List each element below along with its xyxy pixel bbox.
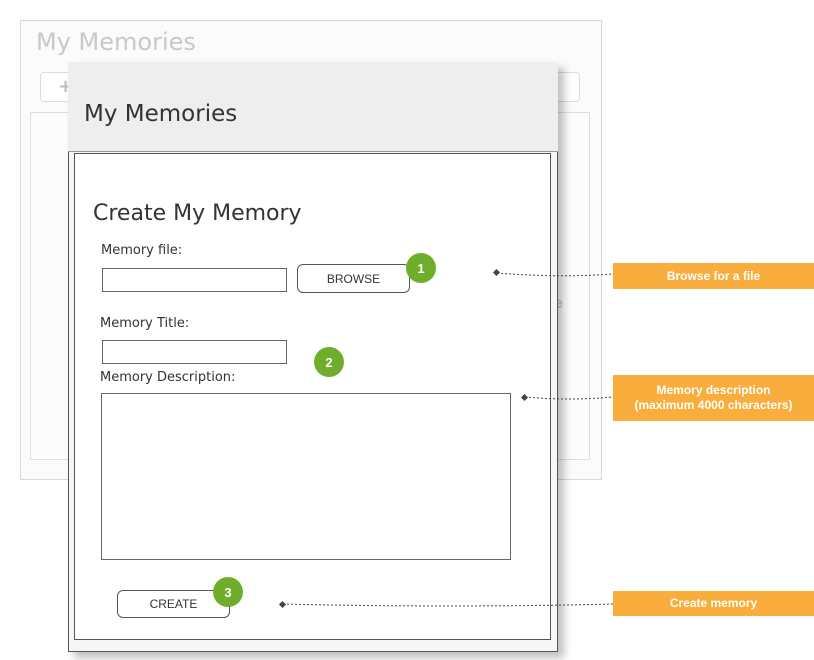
memory-title-input[interactable] (102, 340, 287, 364)
callout-browse: Browse for a file (613, 263, 814, 289)
connector-create-dot (278, 600, 287, 609)
memory-description-label: Memory Description: (100, 370, 236, 385)
memory-file-label: Memory file: (101, 243, 183, 258)
browse-button[interactable]: BROWSE (297, 264, 410, 293)
step-badge-1: 1 (406, 253, 436, 283)
callout-description-line1: Memory description (656, 383, 771, 397)
connector-browse-dot (492, 268, 501, 277)
callout-browse-text: Browse for a file (666, 268, 761, 283)
callout-create-text: Create memory (669, 596, 758, 610)
memory-description-textarea[interactable] (101, 393, 511, 560)
connector-description (524, 396, 614, 400)
memory-file-input[interactable] (102, 268, 287, 292)
callout-create: Create memory (613, 591, 814, 616)
callout-description-line2: (maximum 4000 characters) (634, 398, 793, 412)
dialog-title: My Memories (84, 101, 238, 127)
background-ghost-text: e (553, 294, 564, 312)
connector-description-dot (520, 393, 529, 402)
background-window-title: My Memories (36, 28, 196, 56)
create-button[interactable]: CREATE (117, 590, 230, 618)
callout-description-text: Memory description (maximum 4000 charact… (634, 383, 792, 413)
step-badge-3: 3 (213, 577, 243, 607)
memory-title-label: Memory Title: (100, 316, 190, 331)
callout-description: Memory description (maximum 4000 charact… (613, 375, 814, 421)
connector-create (282, 603, 614, 607)
form-title: Create My Memory (93, 201, 302, 226)
connector-browse (496, 272, 614, 277)
dialog-header (68, 62, 558, 152)
step-badge-2: 2 (314, 347, 344, 377)
